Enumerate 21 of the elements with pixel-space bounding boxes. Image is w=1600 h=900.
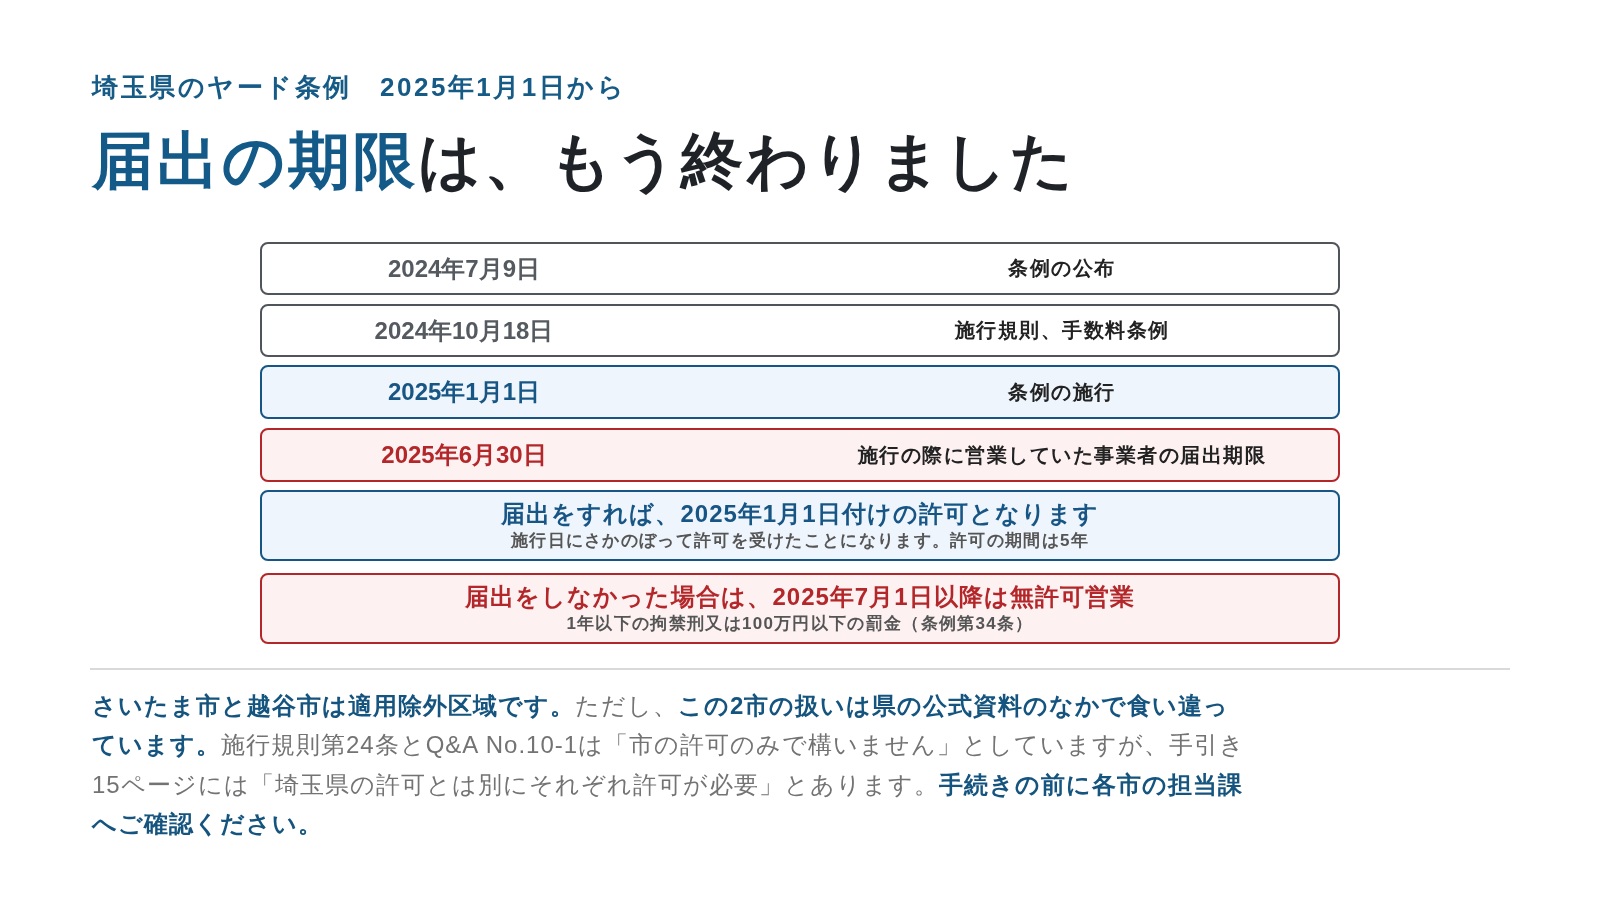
timeline-row bbox=[260, 304, 1340, 357]
date-text: 2025年1月1日 bbox=[387, 377, 541, 407]
notice-detail: 1年以下の拘禁刑又は100万円以下の罰金（条例第34条） bbox=[566, 612, 1034, 635]
notice-detail: 施行日にさかのぼって許可を受けたことになります。許可の期間は5年 bbox=[510, 529, 1090, 552]
timeline-row bbox=[260, 365, 1340, 419]
note-paragraph: さいたま市と越谷市は適用除外区域です。ただし、この2市の扱いは県の公式資料のなかで食い違っています。施行規則第24条とQ&A No.10-1は「市の許可のみで構いません」としていますが、手引き15ページには「埼玉県の許可とは別にそれぞれ許可が必要」とあります。手続きの前に各市の担当課へご確認ください。 bbox=[92, 691, 1247, 839]
event-text: 条例の施行 bbox=[1008, 379, 1116, 405]
timeline-row bbox=[260, 428, 1340, 482]
event-text: 条例の公布 bbox=[1008, 256, 1116, 281]
page-title: 届出の期限は、もう終わりました bbox=[92, 125, 1076, 197]
timeline-row bbox=[260, 242, 1340, 295]
notice-panel bbox=[260, 490, 1340, 561]
date-text: 2024年7月9日 bbox=[387, 253, 541, 284]
date-text: 2025年6月30日 bbox=[381, 440, 547, 470]
date-text: 2024年10月18日 bbox=[374, 315, 554, 346]
event-text: 施行の際に営業していた事業者の届出期限 bbox=[857, 442, 1267, 468]
notice-heading: 届出をしなかった場合は、2025年7月1日以降は無許可営業 bbox=[465, 581, 1135, 612]
subtitle-text: 埼玉県のヤード条例 2025年1月1日から bbox=[92, 71, 627, 104]
notice-heading: 届出をすれば、2025年1月1日付けの許可となります bbox=[501, 498, 1099, 529]
event-text: 施行規則、手数料条例 bbox=[954, 318, 1170, 343]
notice-panel bbox=[260, 573, 1340, 644]
